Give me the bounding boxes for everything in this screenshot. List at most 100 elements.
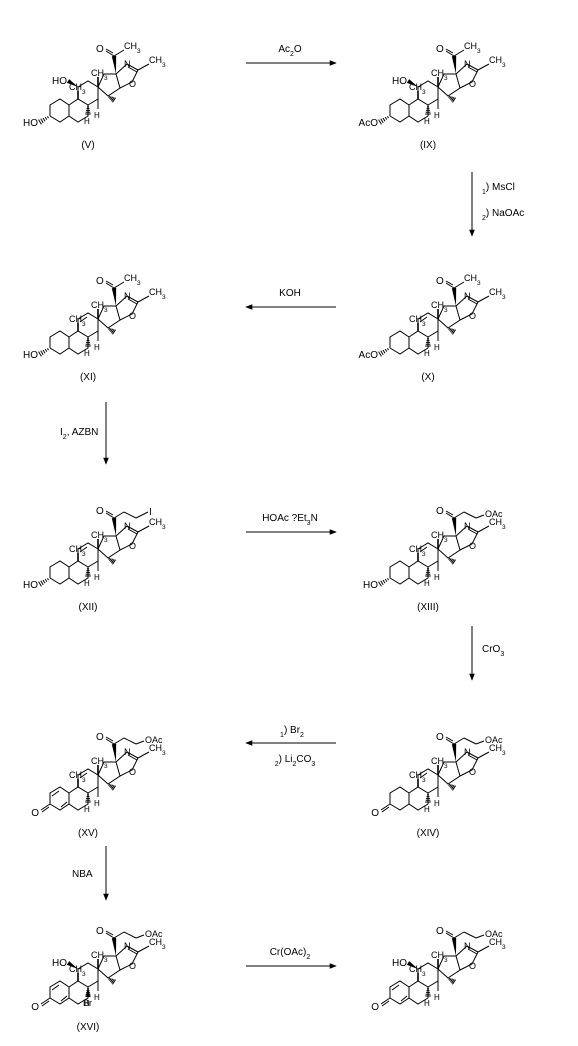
text-part: 2 — [482, 215, 486, 222]
oxazoline-hash — [108, 977, 116, 985]
c3-substituent-label: AcO — [359, 118, 379, 129]
compound-label: (XV) — [78, 828, 98, 839]
ring-c — [417, 768, 439, 794]
text-part: 3 — [444, 537, 448, 544]
c18-methyl-label: CH3 — [91, 950, 108, 964]
ketone-o-label: O — [96, 926, 104, 937]
c11-oh-label: HO — [392, 958, 407, 969]
hash-line — [449, 96, 452, 100]
n-atom-label: N — [464, 291, 471, 301]
c18-methyl-label: CH3 — [91, 300, 108, 314]
ring-a — [389, 330, 410, 355]
methyl-label: CH3 — [489, 743, 506, 757]
text-part: O — [96, 276, 104, 287]
compound-label: (IX) — [420, 140, 436, 151]
text-part: OAc — [145, 735, 163, 745]
hash-line — [448, 327, 451, 330]
text-part: ) Br — [284, 725, 301, 736]
reagent-label: Ac2O — [278, 44, 302, 58]
carbonyl-bond — [445, 738, 455, 745]
text-part: AcO — [359, 118, 379, 129]
reagent-label: 1) MsCl — [482, 182, 515, 196]
hash-line — [387, 116, 389, 119]
text-part: 3 — [477, 48, 481, 55]
side-chain-bond — [113, 737, 125, 745]
double-bond — [467, 528, 478, 535]
text-part: CH — [431, 530, 444, 540]
text-part: O — [31, 808, 39, 819]
double-bond — [127, 948, 138, 955]
c9-c11-double-bond — [79, 316, 88, 323]
n-atom-label: N — [464, 521, 471, 531]
text-part: 3 — [82, 321, 86, 328]
text-part: O — [436, 44, 444, 55]
c19-methyl-label: CH3 — [69, 964, 86, 978]
ketone-o-label: O — [436, 44, 444, 55]
ring-d — [97, 955, 121, 979]
h9-hash — [425, 568, 431, 577]
hash-line — [452, 329, 456, 335]
text-part: 3 — [307, 520, 311, 527]
text-part: CH — [409, 964, 422, 974]
double-bond — [467, 754, 478, 761]
oac-label: OAc — [485, 509, 503, 519]
h-atom-label: H — [84, 999, 90, 1008]
text-part: CH — [489, 937, 502, 947]
text-part: HO — [23, 580, 38, 591]
c3-substituent-label: HO — [363, 580, 378, 591]
side-chain-bond — [113, 931, 125, 939]
hash-line — [378, 581, 382, 587]
c17-wedge — [111, 55, 117, 74]
text-part: 3 — [162, 62, 166, 69]
c19-methyl-label: CH3 — [69, 314, 86, 328]
ring-d — [437, 305, 461, 329]
text-part: 3 — [444, 307, 448, 314]
br-label: Br — [83, 998, 92, 1008]
text-part: 3 — [82, 971, 86, 978]
methyl-bond — [477, 751, 490, 759]
c3-hash — [378, 116, 389, 125]
text-part: 1 — [280, 732, 284, 739]
hash-line — [451, 328, 455, 334]
hash-line — [112, 559, 116, 565]
ring-d — [97, 761, 121, 785]
hash-line — [40, 580, 44, 586]
text-part: 3 — [162, 944, 166, 951]
text-part: H — [434, 111, 440, 120]
oac-label: OAc — [145, 929, 163, 939]
c3-hash — [38, 578, 49, 587]
acetyl-methyl-label: CH3 — [464, 273, 481, 287]
acetyl-methyl-label: CH3 — [124, 41, 141, 55]
hash-line — [38, 581, 42, 587]
hash-line — [378, 119, 382, 125]
c3-hash — [38, 348, 49, 357]
c9-c11-double-bond — [79, 546, 88, 553]
c3-o-label: O — [31, 808, 39, 819]
hash-line — [40, 118, 44, 124]
text-part: OAc — [145, 929, 163, 939]
ring-d — [97, 535, 121, 559]
oxazoline-hash — [108, 557, 116, 565]
hash-line — [110, 96, 114, 101]
text-part: HO — [363, 580, 378, 591]
carbonyl-double — [105, 930, 114, 936]
hash-line — [108, 977, 111, 980]
methyl-label: CH3 — [489, 937, 506, 951]
hash-line — [108, 327, 111, 330]
ketone-o-label: O — [436, 732, 444, 743]
oxazoline-ring — [119, 531, 139, 551]
hash-line — [110, 328, 114, 333]
double-bond — [467, 298, 478, 305]
methyl-bond — [137, 751, 150, 759]
text-part: O — [96, 732, 104, 743]
text-part: CH — [489, 55, 502, 65]
h-atom-label: H — [424, 349, 430, 358]
c9-c11-double-bond — [419, 772, 428, 779]
text-part: HO — [52, 76, 67, 87]
ring-c — [77, 80, 99, 106]
methyl-bond — [137, 945, 150, 953]
carbonyl-bond — [445, 932, 455, 939]
hash-line — [452, 97, 456, 103]
text-part: , AZBN — [67, 427, 99, 438]
